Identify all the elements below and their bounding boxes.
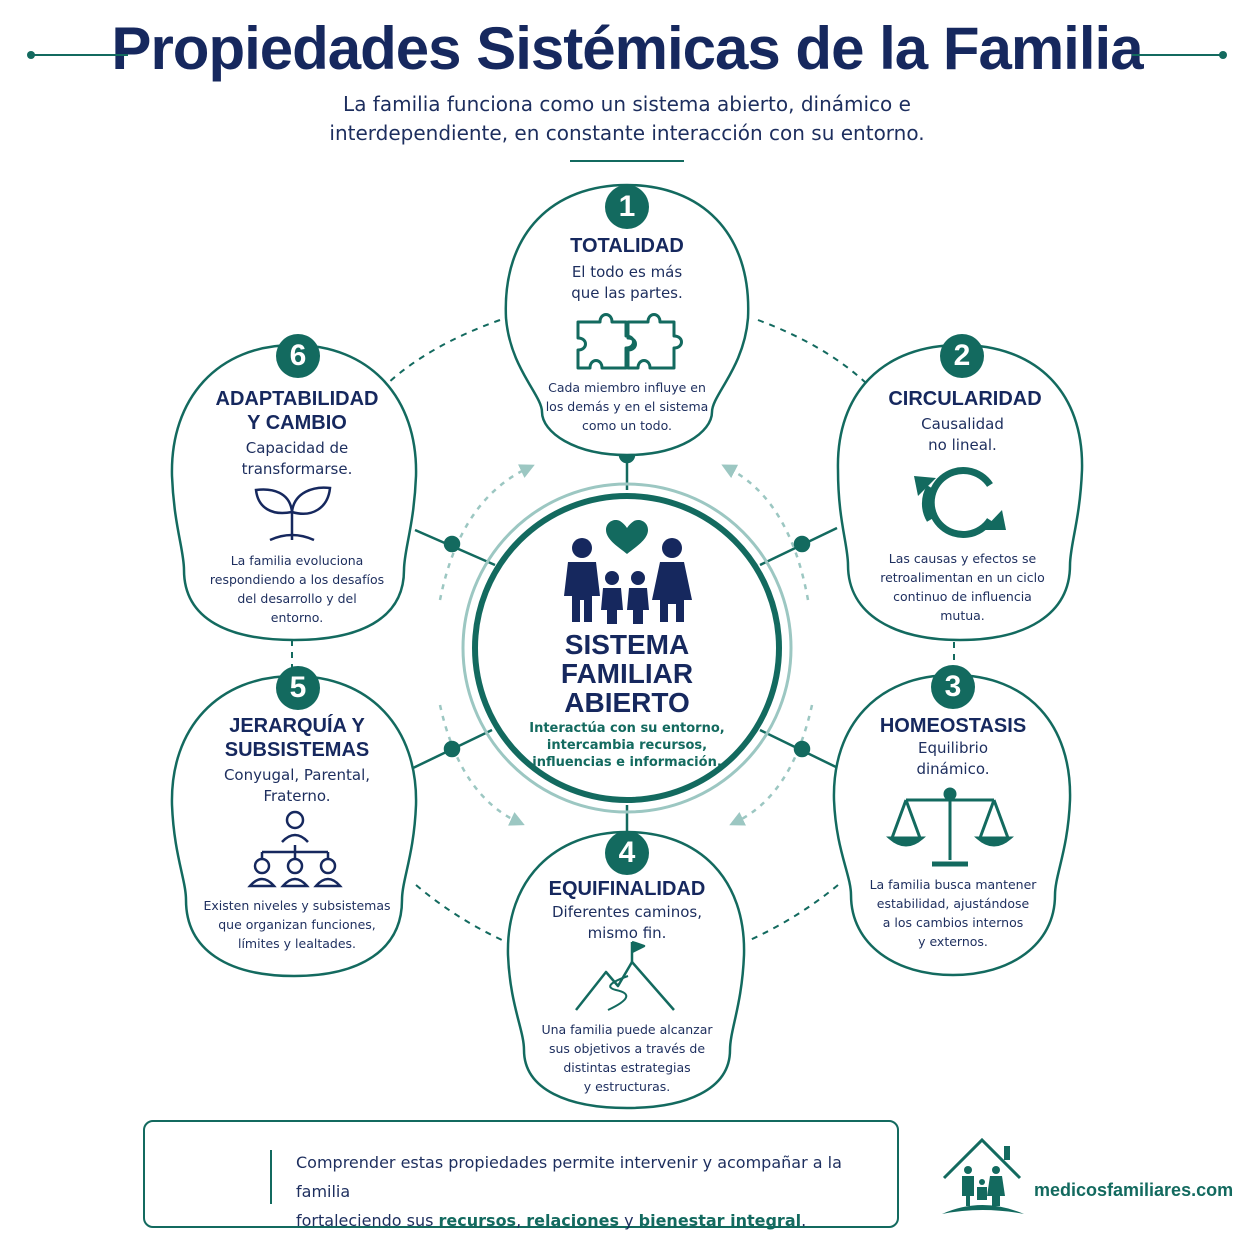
node-6-number: 6 bbox=[276, 334, 320, 378]
footer-highlight-bienestar: bienestar integral bbox=[638, 1211, 802, 1230]
node-2-number: 2 bbox=[940, 334, 984, 378]
cycle-arrows-icon bbox=[914, 467, 1006, 538]
puzzle-icon bbox=[576, 313, 683, 370]
center-title: SISTEMA FAMILIAR ABIERTO bbox=[560, 629, 694, 718]
footer-highlight-recursos: recursos bbox=[438, 1211, 517, 1230]
footer-box bbox=[143, 1120, 899, 1228]
node-3-number: 3 bbox=[931, 665, 975, 709]
node-6-blob bbox=[170, 343, 418, 642]
balance-scale-icon bbox=[886, 787, 1014, 867]
node-5-subtitle: Conyugal, Parental,Fraterno. bbox=[223, 766, 371, 805]
node-1-number: 1 bbox=[605, 185, 649, 229]
node-5-blob bbox=[170, 674, 418, 978]
node-4-subtitle: Diferentes caminos,mismo fin. bbox=[552, 903, 702, 942]
outer-dashed-ring bbox=[291, 319, 955, 941]
footer-divider bbox=[270, 1150, 272, 1204]
sprout-icon bbox=[254, 486, 332, 542]
inner-cycle-arrows bbox=[438, 464, 814, 826]
title-decoration-right bbox=[1132, 51, 1227, 59]
title-decoration-left bbox=[27, 51, 128, 59]
node-blobs bbox=[170, 183, 1084, 1110]
page-title: Propiedades Sistémicas de la Familia bbox=[111, 15, 1143, 82]
footer-highlight-relaciones: relaciones bbox=[526, 1211, 619, 1230]
family-home-logo-icon bbox=[942, 1137, 1024, 1214]
mountain-flag-icon bbox=[575, 940, 675, 1011]
node-1-title: TOTALIDAD bbox=[570, 235, 684, 257]
node-2-blob bbox=[836, 343, 1084, 642]
footer-text: Comprender estas propiedades permite int… bbox=[296, 1153, 842, 1230]
center-description: Interactúa con su entorno, intercambia r… bbox=[529, 721, 725, 770]
node-2-title: CIRCULARIDAD bbox=[888, 388, 1042, 410]
node-4-title: EQUIFINALIDAD bbox=[548, 878, 706, 900]
node-4-number: 4 bbox=[605, 831, 649, 875]
page-subtitle: La familia funciona como un sistema abie… bbox=[329, 92, 925, 145]
node-3-blob bbox=[832, 673, 1072, 977]
hierarchy-icon bbox=[247, 810, 343, 888]
node-1-blob bbox=[504, 183, 750, 457]
node-3-title: HOMEOSTASIS bbox=[879, 715, 1027, 737]
family-heart-icon bbox=[564, 520, 692, 624]
center-circle bbox=[461, 482, 793, 814]
brand-name[interactable]: medicosfamiliares.com bbox=[1034, 1180, 1234, 1200]
node-5-number: 5 bbox=[276, 666, 320, 710]
